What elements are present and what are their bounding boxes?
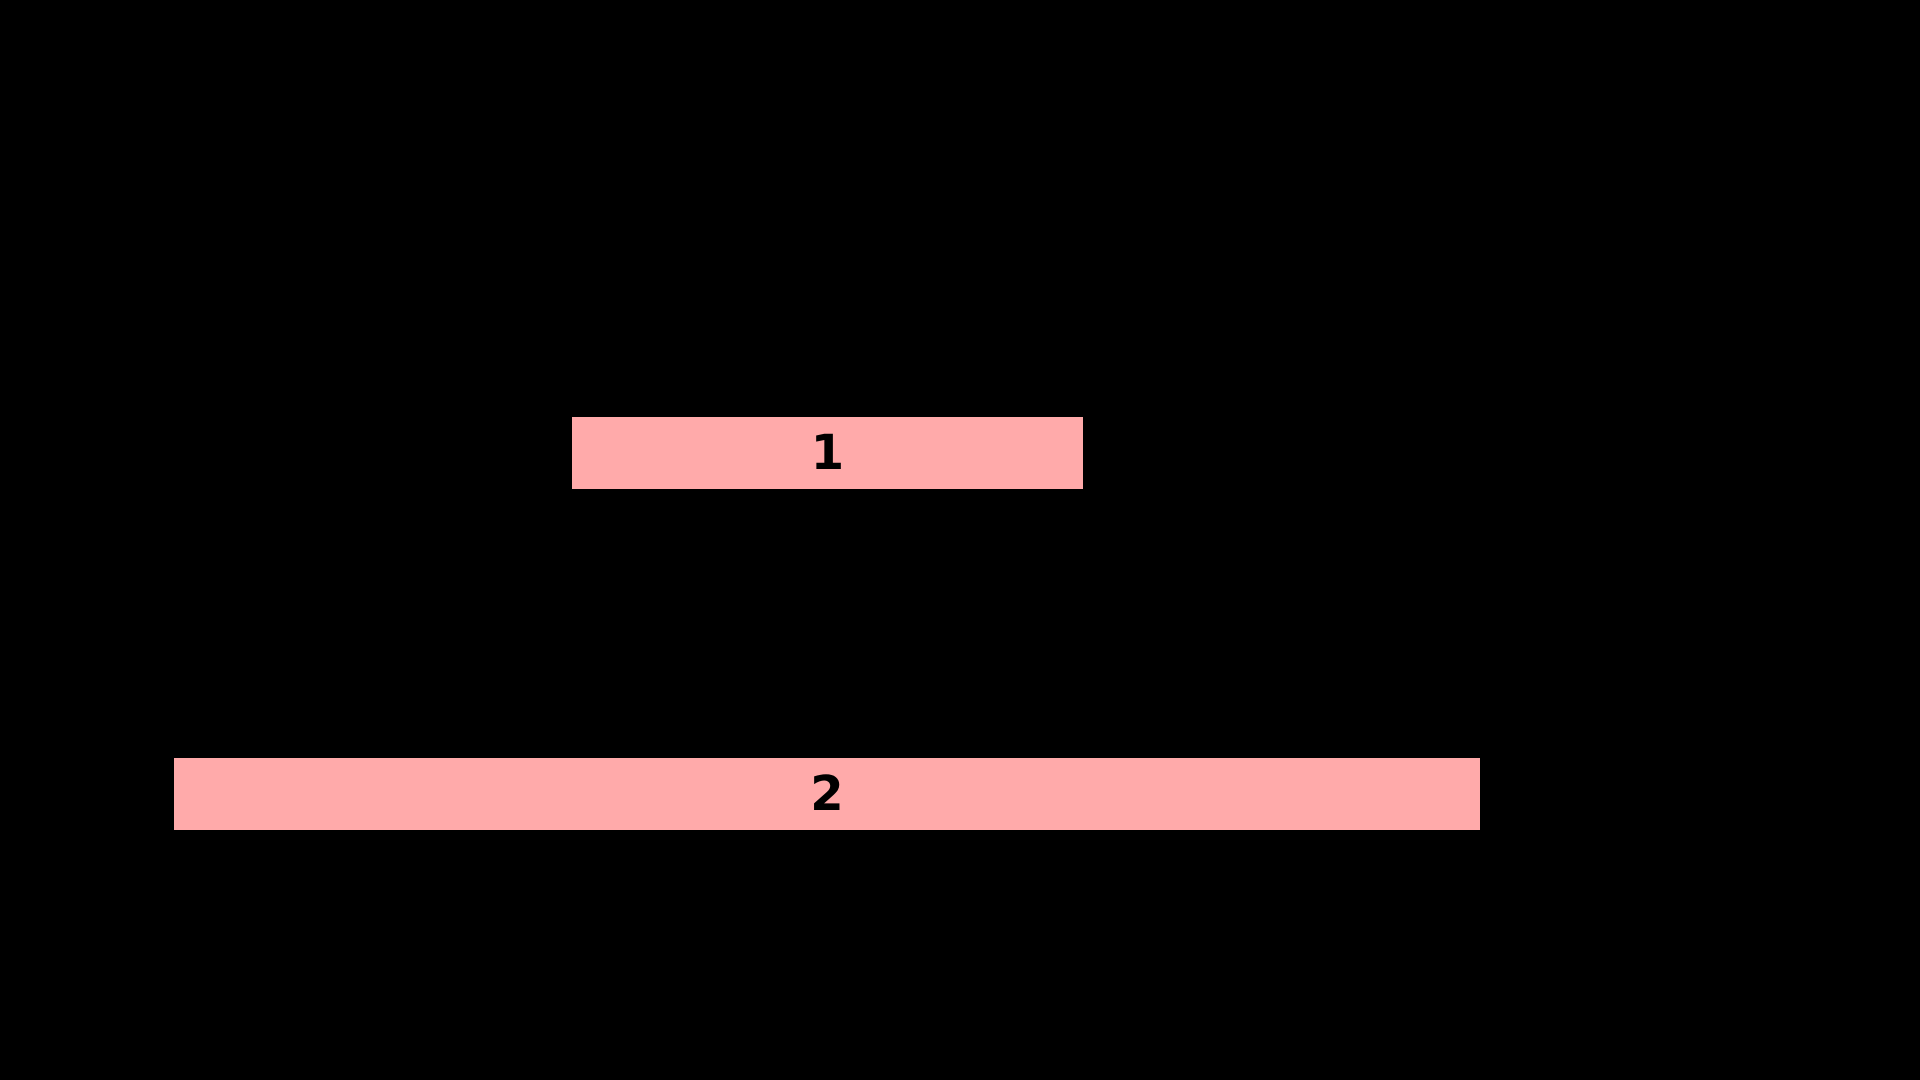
bar-2-label: 2 — [810, 766, 844, 822]
bar-1-label: 1 — [810, 425, 845, 481]
bar-2[interactable]: 2 — [174, 758, 1480, 830]
bar-1[interactable]: 1 — [572, 417, 1083, 489]
